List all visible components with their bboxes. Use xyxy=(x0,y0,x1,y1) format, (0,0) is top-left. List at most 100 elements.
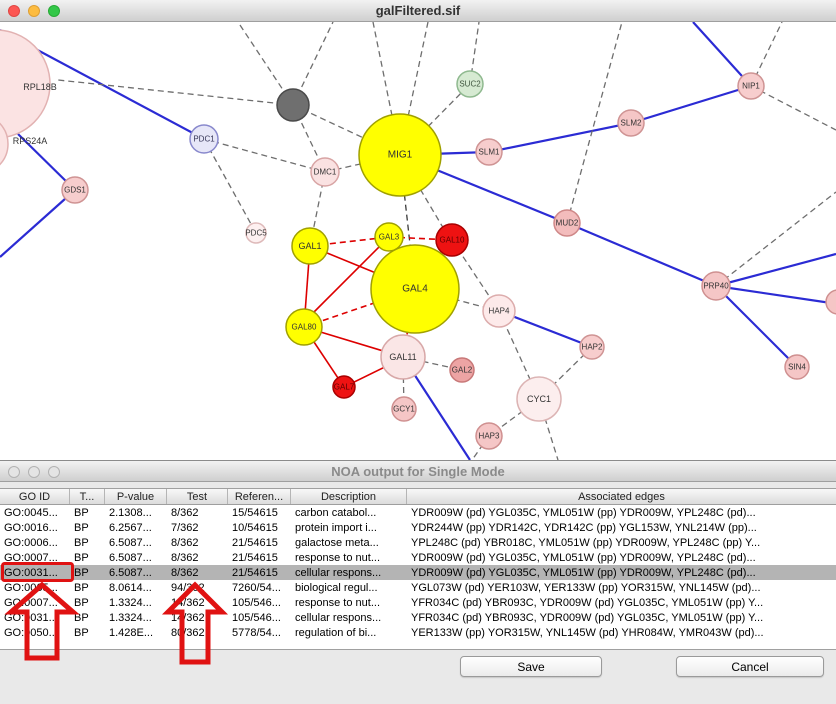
node-label: CYC1 xyxy=(527,394,551,404)
close-button[interactable] xyxy=(8,5,20,17)
node-SUC2[interactable] xyxy=(456,70,484,98)
close-button[interactable] xyxy=(8,466,20,478)
column-header[interactable]: T... xyxy=(70,489,105,504)
table-cell: YDR009W (pd) YGL035C, YML051W (pp) YDR00… xyxy=(411,551,756,564)
column-header[interactable]: P-value xyxy=(105,489,167,504)
graph-edge xyxy=(305,236,390,321)
table-cell: YFR034C (pd) YBR093C, YDR009W (pd) YGL03… xyxy=(411,611,764,624)
table-cell: BP xyxy=(74,611,89,624)
node-GAL7[interactable] xyxy=(332,375,356,399)
node-PDC5[interactable] xyxy=(245,222,267,244)
node-label: PRP40 xyxy=(703,282,729,291)
noa-window-titlebar[interactable]: NOA output for Single Mode xyxy=(0,460,836,482)
node-unlabeled[interactable] xyxy=(825,289,836,315)
table-cell: 8.0614... xyxy=(109,581,152,594)
node-label: SLM1 xyxy=(479,148,500,157)
node-RPS24A[interactable] xyxy=(0,114,9,174)
node-PDC1[interactable] xyxy=(189,124,219,154)
node-unlabeled[interactable] xyxy=(276,88,310,122)
table-cell: 8/362 xyxy=(171,506,199,519)
node-SLM1[interactable] xyxy=(475,138,503,166)
save-button[interactable]: Save xyxy=(460,656,602,677)
node-label: SLM2 xyxy=(621,119,642,128)
node-MIG1[interactable] xyxy=(358,113,442,197)
node-GDS1[interactable] xyxy=(61,176,89,204)
node-label: GAL7 xyxy=(334,383,355,392)
graph-edge xyxy=(488,121,632,154)
node-GAL11[interactable] xyxy=(380,334,426,380)
graph-edge xyxy=(237,21,294,106)
node-label: GAL10 xyxy=(440,236,465,245)
table-cell: 15/54615 xyxy=(232,506,278,519)
node-PRP40[interactable] xyxy=(701,271,731,301)
node-label: SUC2 xyxy=(459,80,481,89)
cancel-button[interactable]: Cancel xyxy=(676,656,824,677)
table-cell: BP xyxy=(74,566,89,579)
node-GAL80[interactable] xyxy=(285,308,323,346)
table-cell: 10/54615 xyxy=(232,521,278,534)
node-NIP1[interactable] xyxy=(737,72,765,100)
table-cell: response to nut... xyxy=(295,596,380,609)
node-HAP4[interactable] xyxy=(482,294,516,328)
node-DMC1[interactable] xyxy=(310,157,340,187)
node-label: GAL80 xyxy=(292,323,317,332)
zoom-button[interactable] xyxy=(48,5,60,17)
minimize-button[interactable] xyxy=(28,466,40,478)
column-header[interactable]: GO ID xyxy=(0,489,70,504)
table-cell: YDR009W (pd) YGL035C, YML051W (pp) YDR00… xyxy=(411,566,756,579)
node-SIN4[interactable] xyxy=(784,354,810,380)
node-label: GCY1 xyxy=(393,405,415,414)
node-GAL1[interactable] xyxy=(291,227,329,265)
table-cell: 5778/54... xyxy=(232,626,281,639)
table-cell: 21/54615 xyxy=(232,536,278,549)
table-cell: 8/362 xyxy=(171,566,199,579)
column-header[interactable]: Test xyxy=(167,489,228,504)
column-header[interactable]: Associated edges xyxy=(578,490,665,503)
node-label: GAL4 xyxy=(402,284,428,295)
table-cell: GO:0016... xyxy=(4,521,58,534)
column-header[interactable]: Description xyxy=(291,489,407,504)
table-cell: YDR244W (pp) YDR142C, YDR142C (pp) YGL15… xyxy=(411,521,757,534)
node-GAL3[interactable] xyxy=(374,222,404,252)
node-label: HAP4 xyxy=(489,307,510,316)
table-cell: 8/362 xyxy=(171,551,199,564)
table-cell: protein import i... xyxy=(295,521,377,534)
node-GAL4[interactable] xyxy=(370,244,460,334)
node-GAL10[interactable] xyxy=(435,223,469,257)
node-HAP2[interactable] xyxy=(579,334,605,360)
node-MUD2[interactable] xyxy=(553,209,581,237)
table-cell: GO:0050... xyxy=(4,626,58,639)
node-HAP3[interactable] xyxy=(475,422,503,450)
node-CYC1[interactable] xyxy=(516,376,562,422)
graph-edge xyxy=(566,21,623,224)
node-label: GAL11 xyxy=(389,352,416,362)
column-header[interactable]: Referen... xyxy=(228,489,291,504)
table-cell: BP xyxy=(74,536,89,549)
table-cell: GO:0006... xyxy=(4,536,58,549)
node-SLM2[interactable] xyxy=(617,109,645,137)
table-cell: BP xyxy=(74,506,89,519)
zoom-button[interactable] xyxy=(48,466,60,478)
node-RPL18B[interactable] xyxy=(0,29,51,139)
minimize-button[interactable] xyxy=(28,5,40,17)
node-label: SIN4 xyxy=(788,363,806,372)
dialog-button-bar: Save Cancel xyxy=(0,656,836,684)
network-window-titlebar[interactable]: galFiltered.sif xyxy=(0,0,836,22)
node-GAL2[interactable] xyxy=(449,357,475,383)
node-GCY1[interactable] xyxy=(391,396,417,422)
graph-edge xyxy=(715,252,836,288)
